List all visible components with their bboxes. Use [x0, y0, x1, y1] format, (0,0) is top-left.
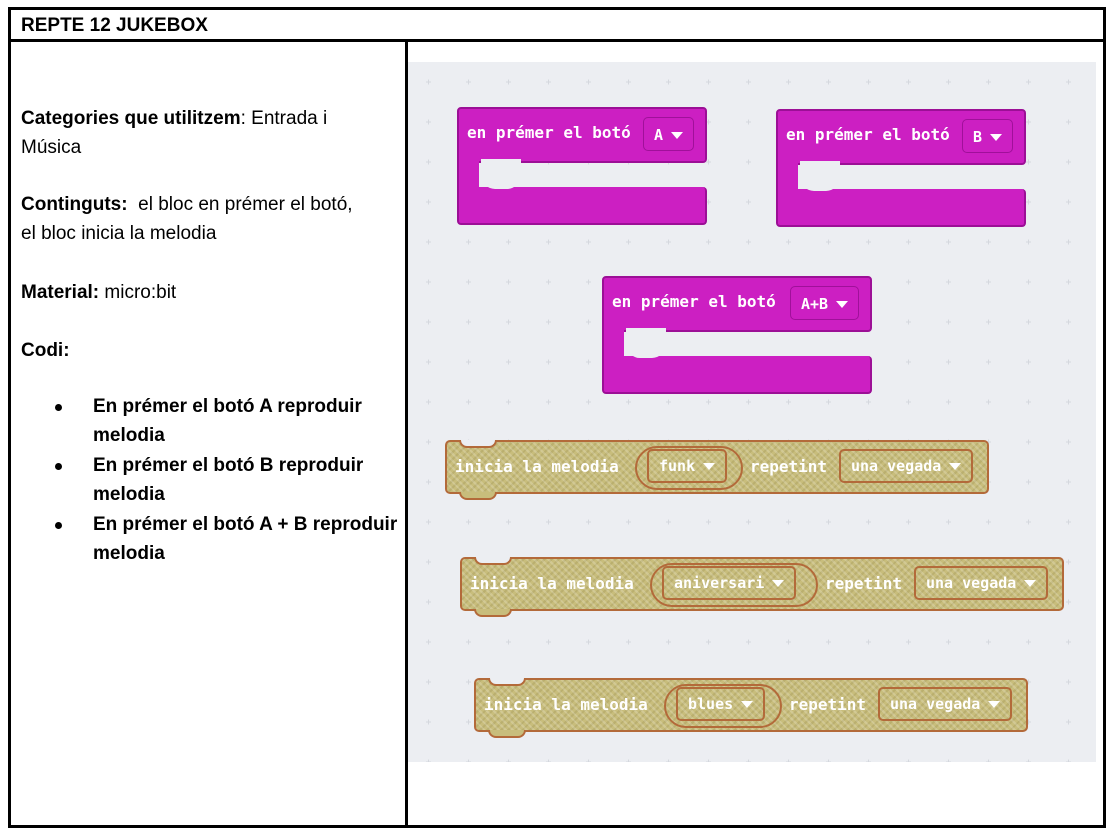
continguts-label: Continguts:	[21, 194, 128, 215]
repeat-label: repetint	[750, 457, 828, 476]
bullet-icon	[55, 463, 62, 470]
repeat-dropdown[interactable]: una vegada	[914, 566, 1049, 600]
list-item: En prémer el botó A reproduir melodia	[51, 392, 401, 450]
title-row: REPTE 12 JUKEBOX	[11, 10, 1103, 42]
bullet-icon	[55, 522, 62, 529]
melody-dropdown[interactable]: blues	[676, 687, 766, 721]
repeat-dropdown[interactable]: una vegada	[878, 687, 1013, 721]
blocks-workspace[interactable]: en prémer el botó A en prémer el botó B …	[408, 62, 1096, 762]
bullet-icon	[55, 404, 62, 411]
melody-dropdown[interactable]: aniversari	[662, 566, 797, 600]
melody-label: inicia la melodia	[484, 695, 648, 714]
codi-paragraph: Codi:	[21, 336, 70, 365]
categories-paragraph: Categories que utilitzem: Entrada i Músi…	[21, 104, 391, 162]
statement-slot	[626, 328, 666, 358]
button-dropdown[interactable]: A	[643, 117, 695, 151]
categories-value: : Entrada i Música	[21, 108, 328, 158]
description-column: Categories que utilitzem: Entrada i Músi…	[11, 42, 405, 825]
melody-block-funk[interactable]: inicia la melodia funk repetint una vega…	[445, 440, 989, 500]
repeat-label: repetint	[789, 695, 867, 714]
chevron-down-icon	[949, 463, 962, 470]
melody-slot	[635, 446, 743, 490]
continguts-paragraph: Continguts: el bloc en prémer el botó, e…	[21, 190, 361, 248]
chevron-down-icon	[703, 463, 716, 470]
repeat-dropdown[interactable]: una vegada	[839, 449, 974, 483]
statement-slot	[800, 161, 840, 191]
statement-slot	[481, 159, 521, 189]
button-dropdown[interactable]: A+B	[790, 286, 860, 320]
event-block-button-a[interactable]: en prémer el botó A	[457, 107, 707, 227]
chevron-down-icon	[990, 134, 1003, 141]
button-dropdown[interactable]: B	[962, 119, 1014, 153]
categories-label: Categories que utilitzem	[21, 108, 241, 129]
chevron-down-icon	[836, 301, 849, 308]
repeat-label: repetint	[825, 574, 903, 593]
list-item: En prémer el botó B reproduir melodia	[51, 451, 401, 509]
continguts-value: el bloc en prémer el botó, el bloc inici…	[21, 194, 353, 244]
workspace-grid	[408, 62, 1096, 762]
material-label: Material:	[21, 282, 100, 303]
material-value: micro:bit	[104, 282, 177, 303]
event-label: en prémer el botó	[467, 123, 631, 142]
chevron-down-icon	[741, 701, 754, 708]
melody-label: inicia la melodia	[455, 457, 619, 476]
page-title: REPTE 12 JUKEBOX	[21, 15, 208, 36]
chevron-down-icon	[772, 580, 785, 587]
melody-block-aniversari[interactable]: inicia la melodia aniversari repetint un…	[460, 557, 1064, 617]
event-label: en prémer el botó	[612, 292, 776, 311]
melody-dropdown[interactable]: funk	[647, 449, 728, 483]
code-bullet-list: En prémer el botó A reproduir melodia En…	[51, 392, 401, 569]
column-divider	[405, 42, 408, 825]
event-block-button-ab[interactable]: en prémer el botó A+B	[602, 276, 872, 396]
worksheet-table: REPTE 12 JUKEBOX Categories que utilitze…	[8, 7, 1106, 828]
melody-slot	[650, 563, 818, 607]
material-paragraph: Material: micro:bit	[21, 278, 176, 307]
melody-block-blues[interactable]: inicia la melodia blues repetint una veg…	[474, 678, 1028, 738]
chevron-down-icon	[988, 701, 1001, 708]
melody-slot	[664, 684, 782, 728]
chevron-down-icon	[1024, 580, 1037, 587]
list-item: En prémer el botó A + B reproduir melodi…	[51, 510, 401, 568]
codi-label: Codi:	[21, 340, 70, 361]
chevron-down-icon	[671, 132, 684, 139]
event-label: en prémer el botó	[786, 125, 950, 144]
event-block-button-b[interactable]: en prémer el botó B	[776, 109, 1026, 229]
melody-label: inicia la melodia	[470, 574, 634, 593]
